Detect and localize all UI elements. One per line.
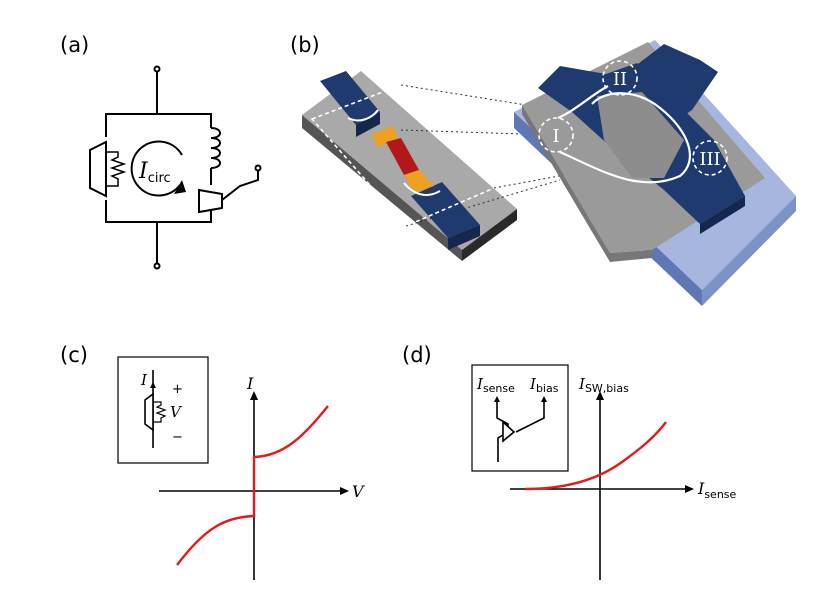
panel-b: (b) [290, 33, 796, 306]
inset-bias-wire [515, 398, 545, 433]
inset-bias-label: Ibias [529, 375, 559, 395]
control-inset-box [471, 364, 569, 472]
bias-lead [221, 171, 259, 201]
inset-sense-arrow-icon [494, 396, 500, 402]
circulating-current-label: Icirc [138, 159, 171, 186]
electrode-side [700, 196, 745, 234]
sw-curve [524, 421, 667, 491]
squid-device: I II III [514, 40, 796, 306]
left-electrode [320, 71, 380, 125]
loop-top-wire [105, 113, 212, 137]
region-III-label: III [699, 149, 720, 170]
iv-x-axis-label: V [352, 482, 365, 501]
panel-a-label: (a) [60, 33, 89, 57]
iv-y-axis-label: I [246, 374, 254, 393]
sw-y-axis-label: ISW,bias [578, 375, 629, 395]
constriction-red [386, 138, 419, 175]
inset-sense-label: Isense [476, 375, 515, 395]
current-path-upper-icon [557, 85, 609, 120]
inset-current-label: I [140, 371, 148, 389]
sw-y-arrowhead-icon [596, 391, 604, 400]
current-arrow-left-icon [347, 109, 379, 122]
large-substrate-side [702, 196, 796, 306]
right-taper-orange [404, 170, 434, 193]
circulation-arrowhead-icon [174, 180, 186, 194]
bottom-node-icon [153, 262, 161, 270]
shunt-resistor-icon [106, 151, 127, 187]
right-electrode [411, 182, 480, 238]
left-electrode-side [356, 112, 380, 137]
sw-axes [510, 400, 685, 580]
circulation-arrow-icon [130, 140, 183, 197]
iv-curve [176, 405, 329, 566]
small-substrate-side [462, 209, 517, 261]
circuit-nodes [153, 65, 262, 270]
nanobridge-device [302, 71, 517, 261]
iv-y-arrowhead-icon [250, 391, 258, 400]
circuit-schematic [89, 69, 259, 266]
iv-x-arrowhead-icon [340, 487, 349, 495]
inset-minus-label: − [172, 430, 183, 445]
squid-hole [597, 92, 684, 178]
inset-plus-label: + [172, 382, 183, 397]
inset-junction-icon [144, 392, 154, 432]
region-III-marker [692, 140, 728, 176]
inset-resistor-icon [153, 401, 167, 423]
inset-control-junction-icon [502, 420, 516, 443]
region-I-marker [538, 117, 574, 153]
inset-arrow-icon [150, 382, 156, 388]
control-inset-symbol [494, 396, 547, 462]
bias-node-icon [254, 164, 262, 172]
inductor-coil-icon [210, 127, 221, 169]
inset-bias-arrow-icon [541, 396, 547, 402]
sw-x-axis-label: Isense [697, 479, 737, 501]
region-I-label: I [552, 126, 559, 147]
top-node-icon [153, 65, 161, 73]
left-taper-orange [372, 126, 398, 147]
region-II-label: II [613, 69, 627, 90]
zoom-line-4 [405, 179, 561, 227]
panel-d-label: (d) [402, 343, 432, 367]
current-path-loop-icon [559, 92, 691, 184]
current-arrow-right-icon [403, 182, 441, 196]
right-electrode-side [448, 225, 480, 250]
junction-inset-symbol [144, 370, 167, 448]
junction-inset-box [117, 356, 209, 464]
panel-d: (d) Isense Ibias ISW,bias Isense [402, 343, 737, 580]
panel-b-label: (b) [290, 33, 320, 57]
loop-bottom-wire [105, 200, 212, 223]
right-junction-icon [198, 188, 223, 214]
panel-a: (a) Icirc [60, 33, 262, 270]
inset-voltage-label: V [170, 403, 183, 421]
panel-c-label: (c) [60, 343, 88, 367]
zoom-line-1 [400, 84, 527, 106]
region-II-marker [602, 60, 638, 96]
left-junction-icon [89, 140, 107, 198]
small-substrate-front [302, 115, 462, 261]
panel-c: (c) I + V − I V [60, 343, 365, 580]
sw-x-arrowhead-icon [685, 485, 694, 493]
